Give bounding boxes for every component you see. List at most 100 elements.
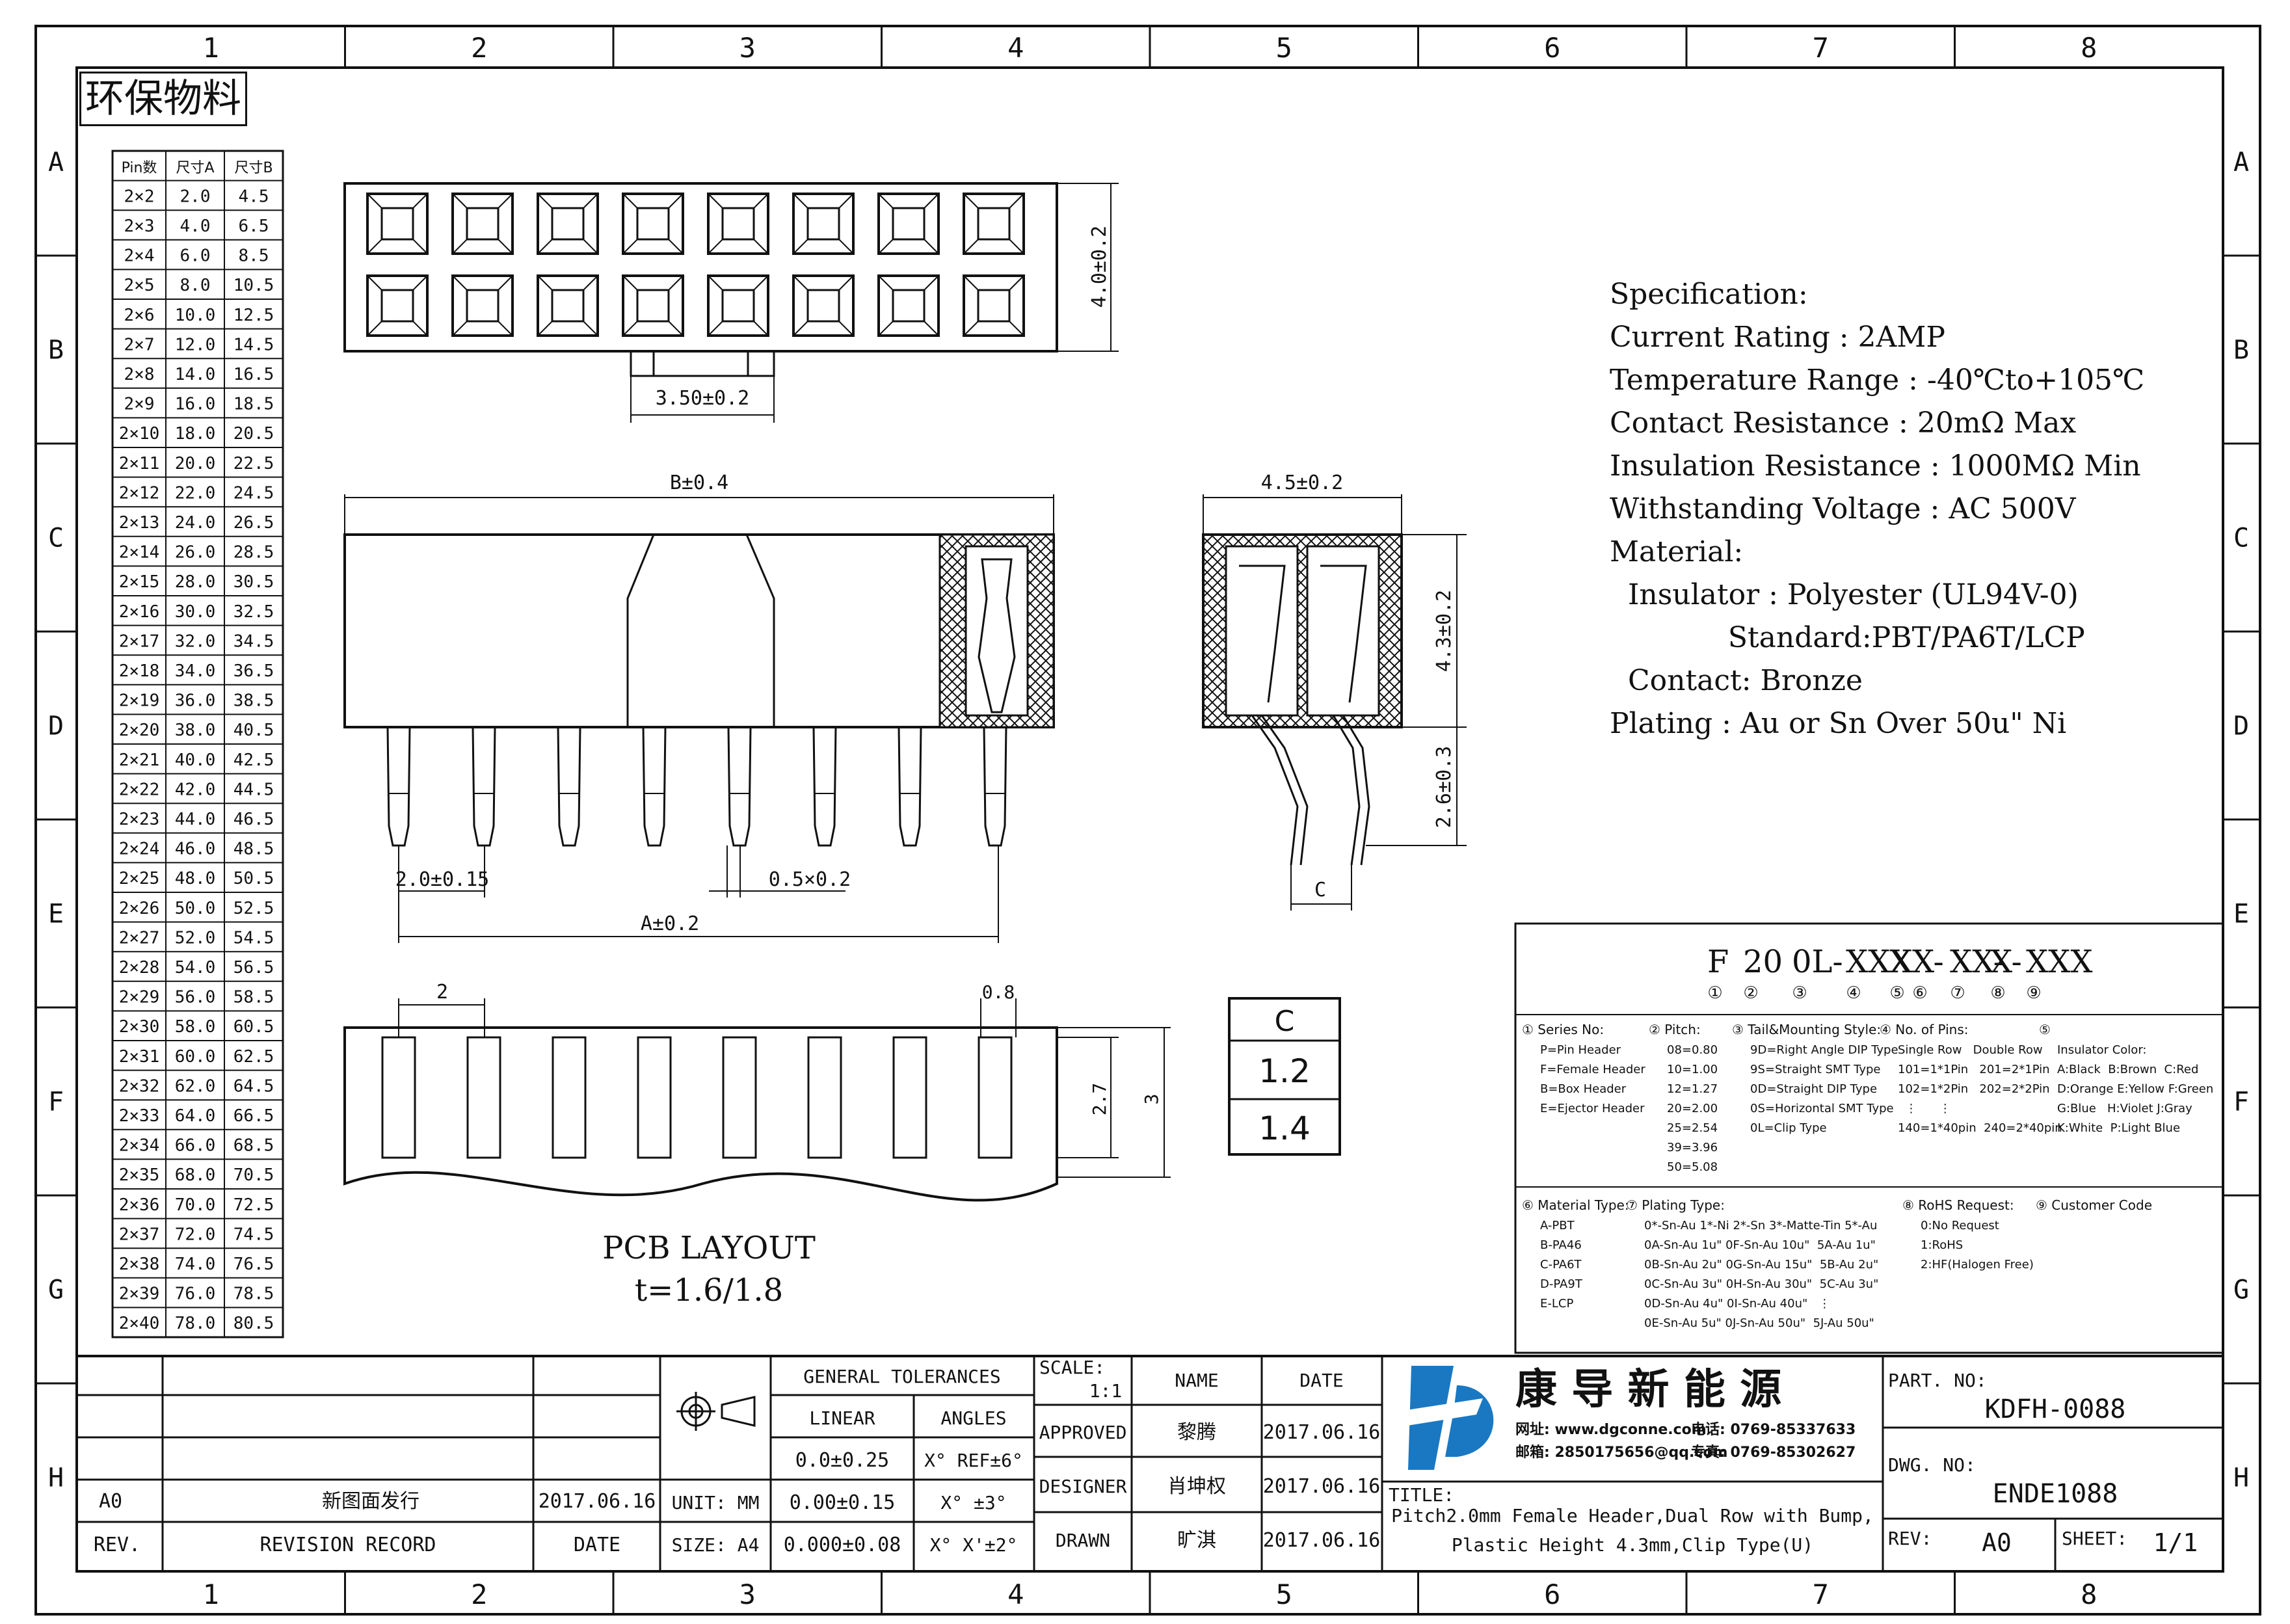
legend-line-tail: 9S=Straight SMT Type — [1750, 1063, 1881, 1076]
legend-line-plating: 0A-Sn-Au 1u" 0F-Sn-Au 10u" 5A-Au 1u" — [1644, 1238, 1876, 1252]
tol-angle-2: X° ±3° — [940, 1492, 1006, 1513]
grid-col-label-bottom: 2 — [471, 1578, 487, 1610]
grid-col-label-top: 2 — [471, 32, 487, 64]
legend-line-pins: 102=1*2Pin 202=2*2Pin — [1898, 1082, 2050, 1096]
projection-symbol-icon — [676, 1392, 756, 1431]
size-table-cell: 8.5 — [239, 246, 269, 266]
size-table-cell: 12.0 — [175, 335, 216, 354]
size-table-cell: 2×38 — [119, 1255, 160, 1274]
approved-date: 2017.06.16 — [1263, 1421, 1381, 1444]
tol-linear-2: 0.00±0.15 — [790, 1491, 896, 1514]
part-no-label: PART. NO: — [1888, 1370, 1987, 1391]
grid-row-label-left: E — [48, 899, 64, 929]
size-table-cell: 16.5 — [233, 365, 274, 384]
size-table-cell: 2×29 — [119, 988, 160, 1007]
grid-row-label-left: B — [48, 336, 64, 366]
size-table-cell: 2×14 — [119, 543, 160, 563]
dim-side-width: 4.5±0.2 — [1261, 472, 1343, 494]
size-table-cell: 36.0 — [175, 691, 216, 711]
spec-line: Standard:PBT/PA6T/LCP — [1610, 621, 2085, 654]
size-table-cell: 16.0 — [175, 395, 216, 414]
size-table-cell: 72.5 — [233, 1195, 274, 1215]
size-table-cell: 2×7 — [124, 335, 155, 354]
part-code-segment: X- — [1912, 944, 1944, 980]
grid-row-label-right: H — [2233, 1463, 2249, 1493]
tol-angle-1: X° REF±6° — [924, 1450, 1023, 1471]
size-table-cell: 68.5 — [233, 1136, 274, 1156]
title-label: TITLE: — [1389, 1484, 1454, 1506]
part-no-value: KDFH-0088 — [1985, 1394, 2126, 1424]
spec-line: Insulator : Polyester (UL94V-0) — [1610, 578, 2079, 611]
legend-line-pins: Single Row Double Row — [1898, 1043, 2043, 1057]
size-table-cell: 2.0 — [180, 187, 211, 206]
c-table-header: C — [1275, 1005, 1295, 1038]
part-code-index: ⑤ — [1889, 983, 1904, 1003]
dim-side-c: C — [1314, 879, 1326, 901]
size-table-cell: 2×39 — [119, 1285, 160, 1304]
legend-line-pins: 140=1*40pin 240=2*40pin — [1898, 1121, 2062, 1135]
size-table-cell: 68.0 — [175, 1165, 216, 1185]
size-table-cell: 54.0 — [175, 958, 216, 978]
size-table-cell: 50.0 — [175, 899, 216, 918]
size-table-cell: 2×26 — [119, 899, 160, 918]
size-table-cell: 52.0 — [175, 928, 216, 948]
part-code-segment: F — [1707, 944, 1729, 980]
size-table-cell: 22.5 — [233, 454, 274, 473]
size-table-cell: 58.5 — [233, 988, 274, 1007]
c-table: C 1.2 1.4 — [1228, 997, 1341, 1156]
spec-line: Plating : Au or Sn Over 50u" Ni — [1610, 707, 2067, 740]
size-table-cell: 22.0 — [175, 483, 216, 503]
size-table-cell: 2×22 — [119, 780, 160, 799]
spec-line: Temperature Range : -40℃to+105℃ — [1610, 364, 2145, 397]
grid-col-label-top: 4 — [1007, 32, 1024, 64]
pcb-layout-view: 2 0.8 2.7 3 PCB LAYOUT t=1.6/1.8 — [343, 981, 1171, 1309]
size-table-cell: 2×28 — [119, 958, 160, 978]
grid-col-label-top: 7 — [1813, 32, 1829, 64]
size-table-cell: 64.5 — [233, 1076, 274, 1096]
size-table-cell: 64.0 — [175, 1106, 216, 1126]
size-table-cell: 40.0 — [175, 751, 216, 770]
legend-line-pitch: 08=0.80 — [1667, 1043, 1718, 1057]
part-code-segment: XXX — [1846, 944, 1913, 980]
date-header-rev: DATE — [574, 1534, 620, 1556]
grid-col-label-top: 3 — [739, 32, 756, 64]
title-block-text: A0 新图面发行 2017.06.16 REV. REVISION RECORD… — [94, 1357, 2198, 1557]
size-table-cell: 2×8 — [124, 365, 155, 384]
part-code-index: ③ — [1792, 983, 1807, 1003]
legend-title-insulator: ⑤ — [2039, 1022, 2051, 1037]
legend-line-pins: ⋮ ⋮ — [1898, 1102, 1951, 1115]
size-table-cell: 2×33 — [119, 1106, 160, 1126]
company-mail: 邮箱: 2850175656@qq.com — [1515, 1444, 1727, 1461]
company-logo — [1395, 1366, 1494, 1470]
part-code-index: ⑥ — [1912, 983, 1927, 1003]
grid-row-label-right: D — [2233, 712, 2249, 741]
grid-col-label-bottom: 6 — [1544, 1578, 1560, 1610]
company-tel: 电话: 0769-85337633 — [1691, 1422, 1856, 1438]
approved-name: 黎腾 — [1177, 1421, 1216, 1444]
size-table-cell: 2×23 — [119, 810, 160, 829]
size-table-cell: 2×3 — [124, 217, 155, 236]
part-code-segment: XXX — [2026, 944, 2093, 980]
size-table-cell: 20.0 — [175, 454, 216, 473]
size-table-cell: 20.5 — [233, 424, 274, 444]
angles-header: ANGLES — [940, 1407, 1006, 1429]
size-table-cell: 40.5 — [233, 721, 274, 740]
grid-row-label-left: D — [48, 712, 64, 741]
size-table-cell: 44.0 — [175, 810, 216, 829]
size-table-cell: 78.5 — [233, 1285, 274, 1304]
rev-date-entry: 2017.06.16 — [539, 1490, 656, 1513]
rev-a0: A0 — [99, 1490, 122, 1513]
name-header: NAME — [1175, 1370, 1218, 1391]
size-label: SIZE: A4 — [672, 1534, 760, 1556]
size-table-cell: 10.0 — [175, 306, 216, 325]
size-table-cell: 2×2 — [124, 187, 155, 206]
size-table-cell: 12.5 — [233, 306, 274, 325]
size-table-cell: 54.5 — [233, 928, 274, 948]
size-table-cell: 78.0 — [175, 1314, 216, 1333]
spec-line: Insulation Resistance : 1000MΩ Min — [1610, 449, 2141, 483]
drawn-name: 旷淇 — [1177, 1529, 1216, 1552]
part-code-index: ⑦ — [1950, 983, 1965, 1003]
pcb-label-line1: PCB LAYOUT — [602, 1230, 816, 1266]
